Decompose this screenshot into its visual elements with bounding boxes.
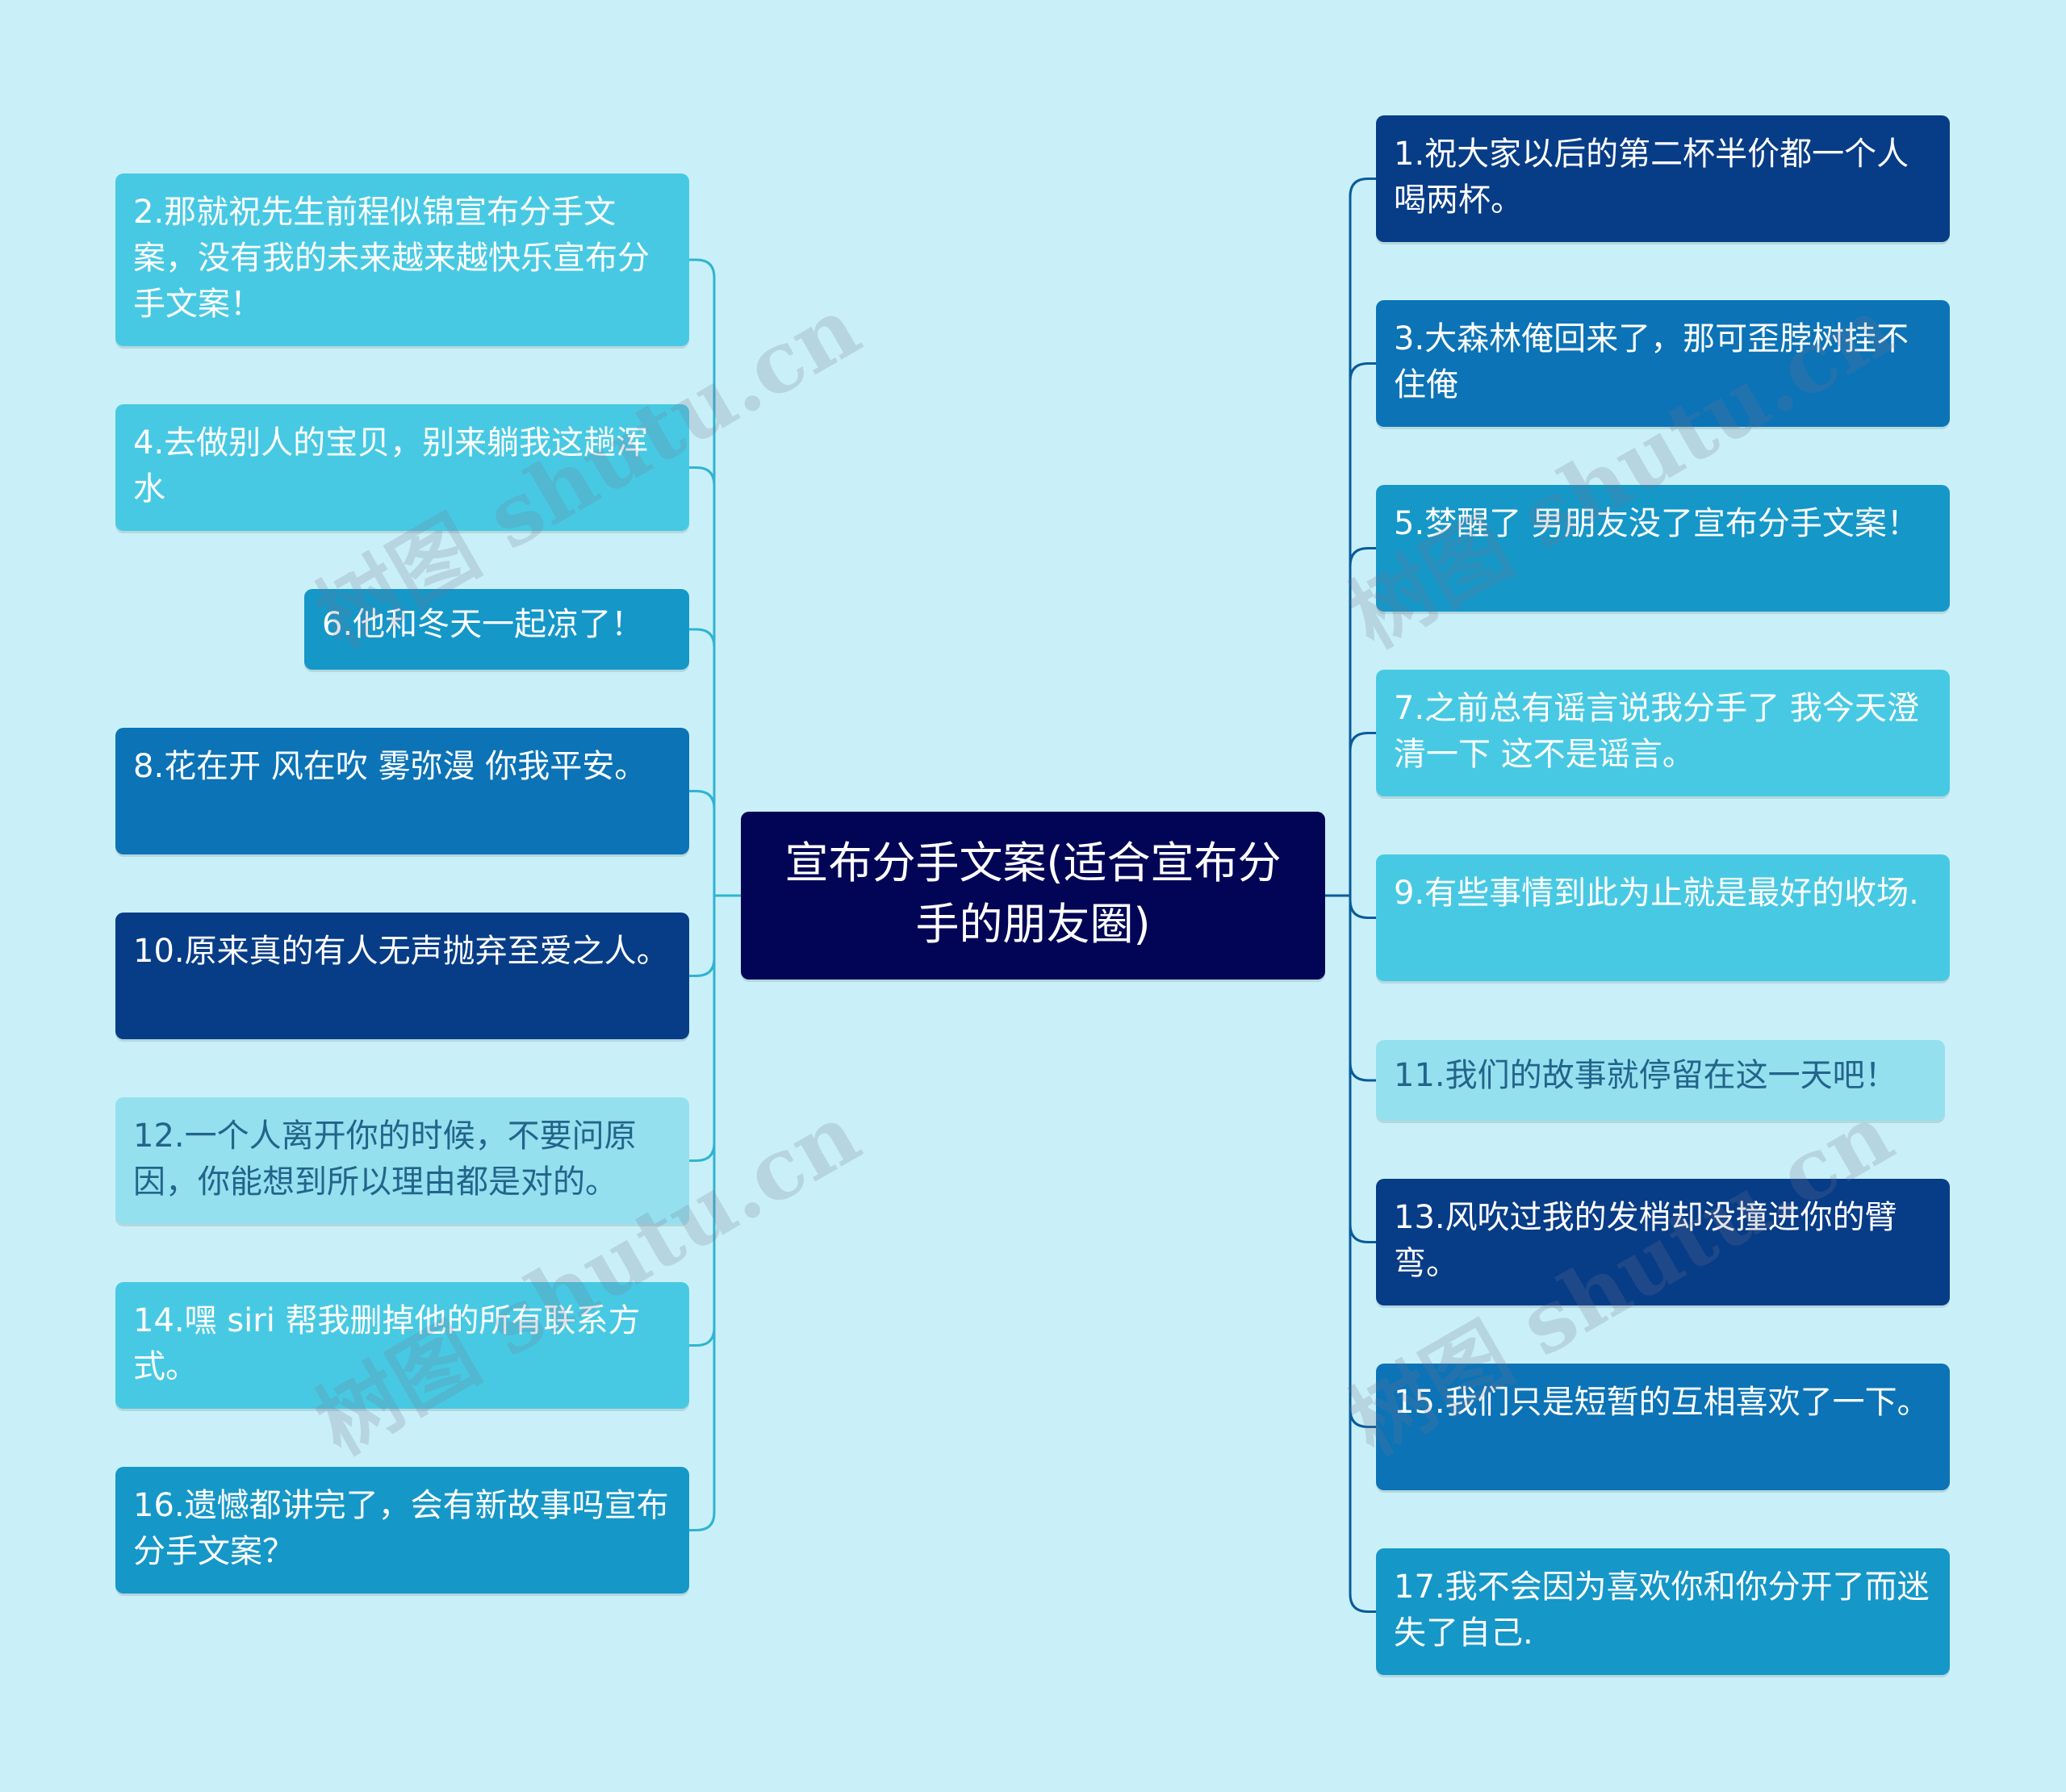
right-node-17[interactable]: 17.我不会因为喜欢你和你分开了而迷失了自己. (1376, 1548, 1950, 1675)
connector-left-5 (689, 896, 716, 1162)
left-node-16[interactable]: 16.遗憾都讲完了，会有新故事吗宣布分手文案？ (115, 1467, 689, 1594)
right-node-13[interactable]: 13.风吹过我的发梢却没撞进你的臂弯。 (1376, 1179, 1950, 1305)
right-node-15[interactable]: 15.我们只是短暂的互相喜欢了一下。 (1376, 1364, 1950, 1490)
connector-left-3 (689, 790, 716, 896)
left-node-14[interactable]: 14.嘿 siri 帮我删掉他的所有联系方式。 (115, 1282, 689, 1409)
right-node-7[interactable]: 7.之前总有谣言说我分手了 我今天澄清一下 这不是谣言。 (1376, 670, 1950, 796)
connector-right-7 (1349, 896, 1376, 1428)
left-node-8[interactable]: 8.花在开 风在吹 雾弥漫 你我平安。 (115, 728, 689, 854)
connector-right-1 (1349, 362, 1376, 896)
left-node-10[interactable]: 10.原来真的有人无声抛弃至爱之人。 (115, 913, 689, 1039)
right-node-5[interactable]: 5.梦醒了 男朋友没了宣布分手文案！ (1376, 485, 1950, 612)
right-node-9[interactable]: 9.有些事情到此为止就是最好的收场. (1376, 854, 1950, 981)
connector-right-8 (1349, 896, 1376, 1613)
left-node-4[interactable]: 4.去做别人的宝贝，别来躺我这趟浑水 (115, 404, 689, 531)
connector-left-1 (689, 466, 716, 896)
connector-right-5 (1349, 896, 1376, 1082)
left-node-2[interactable]: 2.那就祝先生前程似锦宣布分手文案，没有我的未来越来越快乐宣布分手文案！ (115, 173, 689, 346)
connector-left-0 (689, 258, 716, 896)
left-node-12[interactable]: 12.一个人离开你的时候，不要问原因，你能想到所以理由都是对的。 (115, 1097, 689, 1224)
central-topic[interactable]: 宣布分手文案(适合宣布分手的朋友圈) (741, 812, 1325, 980)
connector-left-4 (689, 896, 716, 977)
right-node-3[interactable]: 3.大森林俺回来了，那可歪脖树挂不住俺 (1376, 300, 1950, 427)
connector-right-4 (1349, 896, 1376, 919)
connector-right-0 (1349, 178, 1376, 896)
right-node-11[interactable]: 11.我们的故事就停留在这一天吧！ (1376, 1040, 1945, 1121)
left-node-6[interactable]: 6.他和冬天一起凉了！ (304, 589, 689, 670)
right-node-1[interactable]: 1.祝大家以后的第二杯半价都一个人喝两杯。 (1376, 115, 1950, 242)
connector-right-6 (1349, 896, 1376, 1243)
connector-left-2 (689, 628, 716, 896)
connector-right-2 (1349, 547, 1376, 896)
connector-left-7 (689, 896, 716, 1531)
connector-right-3 (1349, 732, 1376, 896)
connector-left-6 (689, 896, 716, 1347)
